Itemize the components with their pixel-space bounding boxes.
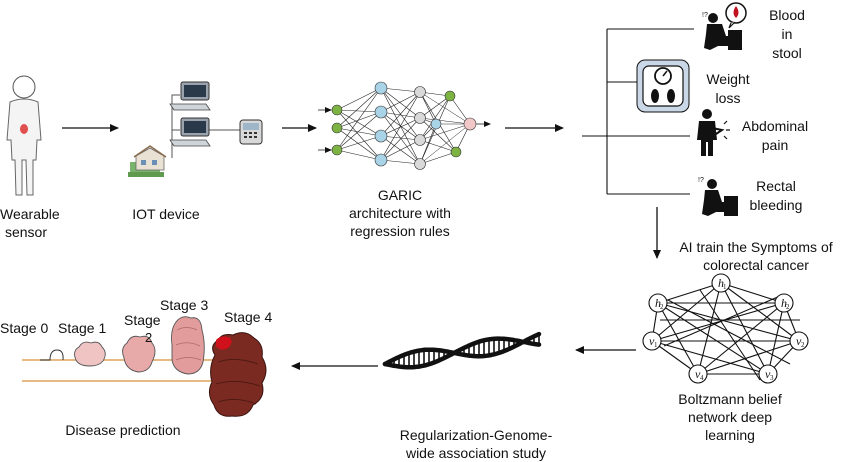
- ai-train-label: AI train the Symptoms of colorectal canc…: [662, 238, 850, 274]
- bbn-node-subscript: 4: [700, 374, 704, 382]
- symptom-label-rectal-bleeding: Rectal bleeding: [740, 177, 812, 215]
- symptom-line: Abdominal: [741, 118, 809, 134]
- stage-0-label: Stage 0: [0, 320, 49, 336]
- toilet-person-icon: !?: [698, 177, 738, 216]
- garic-label-line-3: regression rules: [350, 223, 450, 239]
- sensor-dot: [20, 124, 28, 134]
- scale-icon: [636, 59, 690, 113]
- iot-device-label: IOT device: [132, 206, 200, 222]
- boltzmann-line-3: learning: [705, 427, 755, 443]
- boltzmann-line-2: network deep: [687, 409, 773, 425]
- stage-3-label: Stage 3: [160, 297, 209, 313]
- ai-train-line-2: colorectal cancer: [703, 257, 809, 273]
- symptom-line: loss: [715, 90, 741, 106]
- genome-line-1: Regularization-Genome-: [399, 427, 553, 443]
- svg-text:!?: !?: [702, 12, 708, 19]
- wearable-person-icon: [6, 75, 42, 196]
- garic-node: [331, 144, 343, 156]
- bbn-node-subscript: 1: [723, 283, 727, 291]
- stage-1-label: Stage 1: [58, 320, 107, 336]
- garic-node: [374, 105, 388, 119]
- garic-node: [414, 134, 426, 146]
- dna-strand: [382, 336, 542, 370]
- garic-node: [374, 129, 388, 143]
- symptom-bracket: [582, 28, 694, 195]
- garic-label: GARIC architecture with regression rules: [330, 186, 470, 240]
- symptom-label-weight-loss: Weight loss: [697, 70, 759, 108]
- stage-2-number: 2: [145, 330, 153, 345]
- tumor-stages-illustration: [22, 316, 267, 417]
- stage-4-tumor: [208, 332, 267, 417]
- symptom-label-blood-in-stool: Blood in stool: [757, 6, 817, 63]
- dna-helix-icon: [382, 331, 542, 370]
- dna-strand: [382, 331, 542, 367]
- bbn-node-subscript: 2: [660, 303, 664, 311]
- genome-line-2: wide association study: [405, 445, 547, 461]
- wearable-sensor-label: Wearable sensor: [0, 205, 60, 241]
- symptom-label-abdominal-pain: Abdominal pain: [733, 117, 817, 155]
- wearable-label-line-1: Wearable: [0, 206, 60, 222]
- bbn-node-letter: h: [781, 296, 787, 310]
- bbn-node-subscript: 3: [770, 374, 774, 382]
- garic-node: [331, 104, 343, 116]
- garic-node: [414, 112, 426, 124]
- bbn-node-letter: h: [655, 296, 661, 310]
- stage-1-tumor: [74, 341, 106, 367]
- symptom-line: pain: [761, 137, 789, 153]
- garic-node: [450, 146, 462, 158]
- bbn-node-subscript: 1: [654, 341, 658, 349]
- bbn-node-letter: v: [796, 334, 802, 348]
- bbn-node-letter: v: [765, 367, 771, 381]
- garic-node: [444, 90, 456, 102]
- stage-2-label: Stage: [124, 312, 161, 328]
- symptom-line: Rectal: [756, 178, 796, 194]
- garic-node: [374, 153, 388, 167]
- stage-4-label: Stage 4: [224, 309, 273, 325]
- garic-node: [331, 122, 343, 134]
- svg-text:!?: !?: [698, 177, 704, 184]
- ai-train-line-1: AI train the Symptoms of: [679, 239, 833, 255]
- boltzmann-label: Boltzmann belief network deep learning: [660, 390, 800, 444]
- bbn-node-letter: v: [649, 334, 655, 348]
- garic-label-line-1: GARIC: [377, 187, 423, 203]
- stage-0-tumor: [40, 349, 64, 361]
- garic-node: [414, 86, 426, 98]
- symptom-line: bleeding: [749, 197, 803, 213]
- bbn-node-subscript: 2: [801, 341, 805, 349]
- pain-person-icon: [697, 109, 730, 156]
- symptom-line: Weight: [706, 71, 750, 87]
- garic-node: [414, 158, 426, 170]
- symptom-line: in: [781, 26, 793, 42]
- stage-3-tumor: [171, 316, 205, 375]
- bbn-node-letter: v: [695, 367, 701, 381]
- garic-network-icon: [318, 81, 491, 170]
- genome-study-label: Regularization-Genome- wide association …: [384, 426, 568, 462]
- bbn-node-letter: h: [718, 276, 724, 290]
- symptom-line: Blood: [769, 7, 805, 23]
- garic-node: [374, 81, 388, 95]
- garic-label-line-2: architecture with: [349, 205, 451, 221]
- toilet-person-icon: !?: [702, 2, 747, 50]
- wearable-label-line-2: sensor: [4, 224, 48, 240]
- boltzmann-line-1: Boltzmann belief: [678, 391, 782, 407]
- garic-node: [430, 118, 442, 130]
- bbn-node-subscript: 2: [786, 303, 790, 311]
- iot-devices-icon: [128, 81, 263, 177]
- disease-prediction-label: Disease prediction: [65, 422, 181, 438]
- symptom-line: stool: [772, 45, 802, 61]
- stage-2-tumor: [122, 335, 156, 373]
- garic-node: [463, 117, 477, 131]
